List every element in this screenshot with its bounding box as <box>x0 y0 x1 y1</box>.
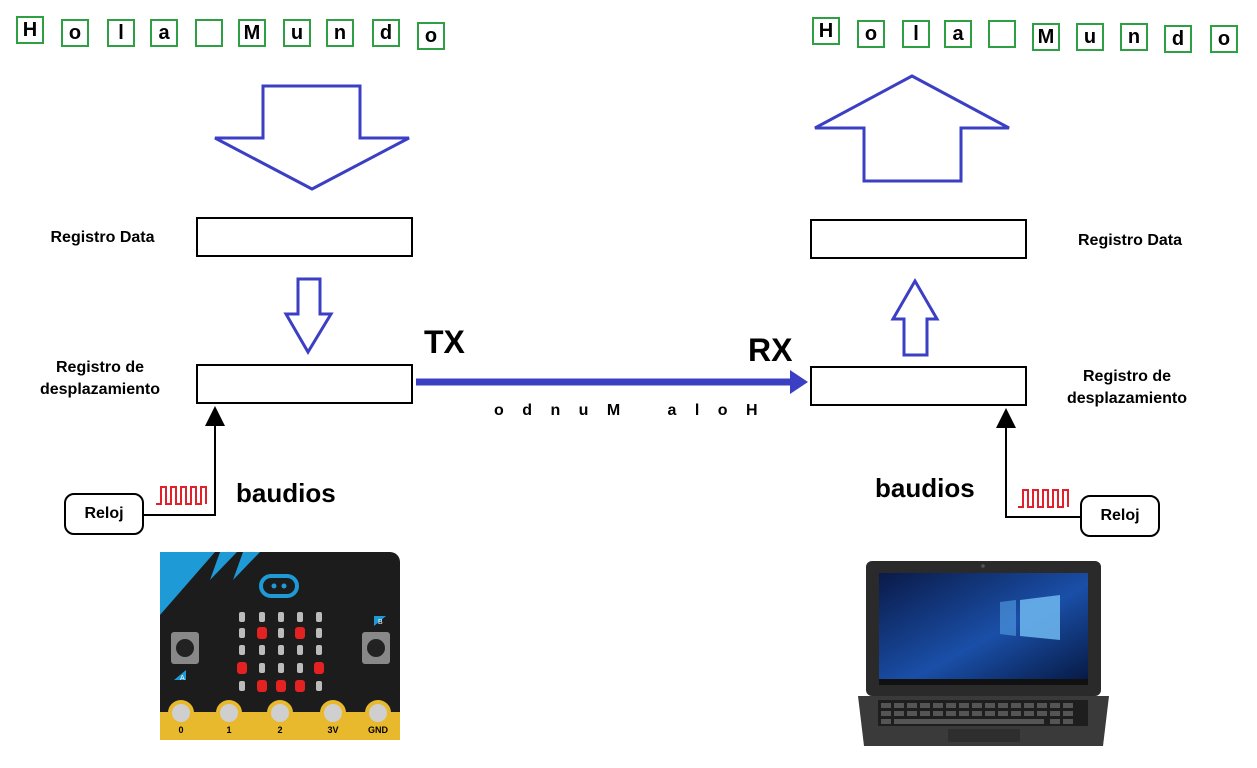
big-down-arrow <box>214 84 410 191</box>
pin-label: 1 <box>226 725 231 735</box>
data-register-label: Registro Data <box>50 229 155 246</box>
data-register-left <box>196 217 413 257</box>
transmission-arrowhead <box>790 370 808 394</box>
char-box: n <box>1120 23 1148 51</box>
tx-label: TX <box>424 324 465 360</box>
shift-register-label: Registro de desplazamiento <box>1052 366 1202 410</box>
char-box: H <box>16 16 44 44</box>
led-matrix <box>237 612 324 692</box>
char-box: M <box>238 19 266 47</box>
data-register-right <box>810 219 1027 259</box>
label-line: Registro de <box>55 359 144 376</box>
clock-box-left: Reloj <box>64 493 144 535</box>
baud-label: baudios <box>236 478 336 508</box>
char-box: o <box>857 20 885 48</box>
baud-label: baudios <box>875 473 975 503</box>
shift-register-label: Registro de desplazamiento <box>25 357 175 401</box>
char-box: M <box>1032 23 1060 51</box>
button-b-label: B <box>378 619 383 626</box>
label-line: desplazamiento <box>1066 390 1188 407</box>
char-box: a <box>150 19 178 47</box>
pin-label: 2 <box>277 725 282 735</box>
pin-label: GND <box>368 725 389 735</box>
pin-label: 0 <box>178 725 183 735</box>
rx-label: RX <box>748 332 793 368</box>
clock-line-right <box>996 408 1080 518</box>
shift-register-left <box>196 364 413 404</box>
char-box: a <box>944 20 972 48</box>
big-up-arrow <box>814 74 1010 183</box>
small-up-arrow <box>890 278 940 357</box>
button-a-label: A <box>180 675 185 682</box>
pin-label: 3V <box>327 725 338 735</box>
clock-wave-icon <box>1018 489 1069 508</box>
char-box <box>195 19 223 47</box>
char-box: u <box>1076 23 1104 51</box>
char-box: l <box>902 20 930 48</box>
small-down-arrow <box>283 277 334 355</box>
char-box: o <box>417 22 445 50</box>
clock-line-left <box>144 406 225 516</box>
transmitted-message: o d n u M a l o H <box>494 402 762 419</box>
char-box: l <box>107 19 135 47</box>
label-line: Registro de <box>1082 368 1171 385</box>
char-box: d <box>1164 25 1192 53</box>
label-line: desplazamiento <box>39 381 161 398</box>
data-register-label: Registro Data <box>1077 232 1183 249</box>
char-box: H <box>812 17 840 45</box>
char-box: d <box>372 19 400 47</box>
clock-wave-icon <box>156 486 207 505</box>
char-box <box>988 20 1016 48</box>
clock-box-right: Reloj <box>1080 495 1160 537</box>
char-box: o <box>61 19 89 47</box>
char-box: u <box>283 19 311 47</box>
char-box: o <box>1210 25 1238 53</box>
shift-register-right <box>810 366 1027 406</box>
char-box: n <box>326 19 354 47</box>
